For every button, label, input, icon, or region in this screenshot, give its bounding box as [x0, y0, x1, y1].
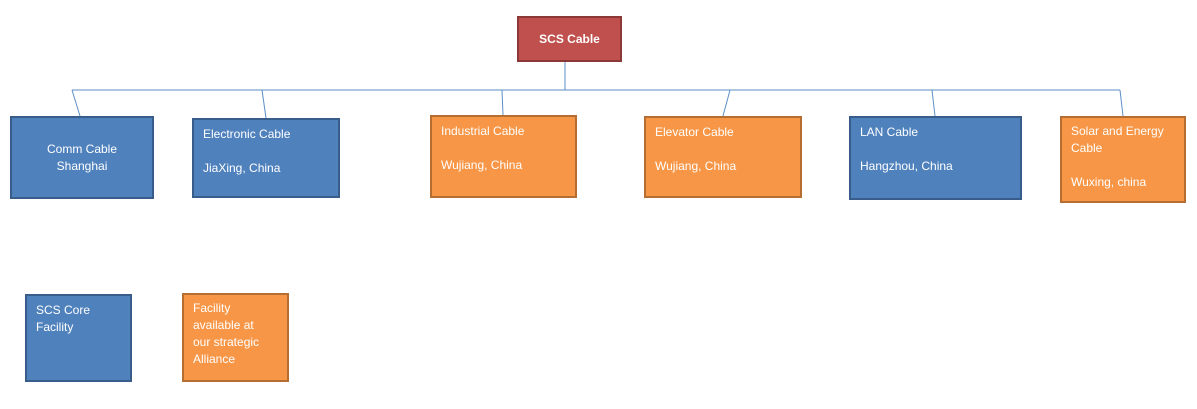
branch-industrial [501, 89, 504, 116]
node-location: JiaXing, China [203, 161, 281, 175]
node-location: Wuxing, china [1071, 175, 1147, 189]
node-location: Wujiang, China [441, 158, 523, 172]
node-location: Shanghai [56, 158, 108, 173]
node-location: Wujiang, China [655, 159, 737, 173]
node-industrial-cable: Industrial Cable Wujiang, China [430, 115, 577, 198]
legend-alliance-line1: Facility [193, 301, 231, 315]
node-title-line2: Cable [1071, 141, 1103, 155]
node-title: Comm Cable [46, 141, 118, 156]
root-label: SCS Cable [539, 31, 600, 46]
node-title-line1: Solar and Energy [1071, 124, 1164, 138]
legend-alliance-line3: our strategic [193, 335, 260, 349]
legend-alliance-line2: available at [193, 318, 254, 332]
legend-core-facility: SCS Core Facility [25, 294, 132, 382]
branch-comm [71, 89, 81, 117]
node-comm-cable: Comm Cable Shanghai [10, 116, 154, 199]
branch-elevator [722, 89, 731, 117]
root-node: SCS Cable [517, 16, 622, 62]
node-electronic-cable: Electronic Cable JiaXing, China [192, 118, 340, 198]
node-location: Hangzhou, China [860, 159, 953, 173]
legend-alliance-line4: Alliance [193, 352, 236, 366]
branch-lan [931, 89, 936, 117]
legend-alliance-facility: Facility available at our strategic Alli… [182, 293, 289, 382]
node-title: LAN Cable [860, 125, 919, 139]
node-elevator-cable: Elevator Cable Wujiang, China [644, 116, 802, 198]
node-solar-energy-cable: Solar and Energy Cable Wuxing, china [1060, 116, 1186, 203]
branch-electronic [261, 89, 267, 119]
node-title: Electronic Cable [203, 127, 291, 141]
legend-core-line1: SCS Core [36, 303, 91, 317]
branch-solar [1119, 89, 1124, 117]
legend-core-line2: Facility [36, 320, 74, 334]
node-title: Industrial Cable [441, 124, 525, 138]
node-lan-cable: LAN Cable Hangzhou, China [849, 116, 1022, 200]
node-title: Elevator Cable [655, 125, 734, 139]
